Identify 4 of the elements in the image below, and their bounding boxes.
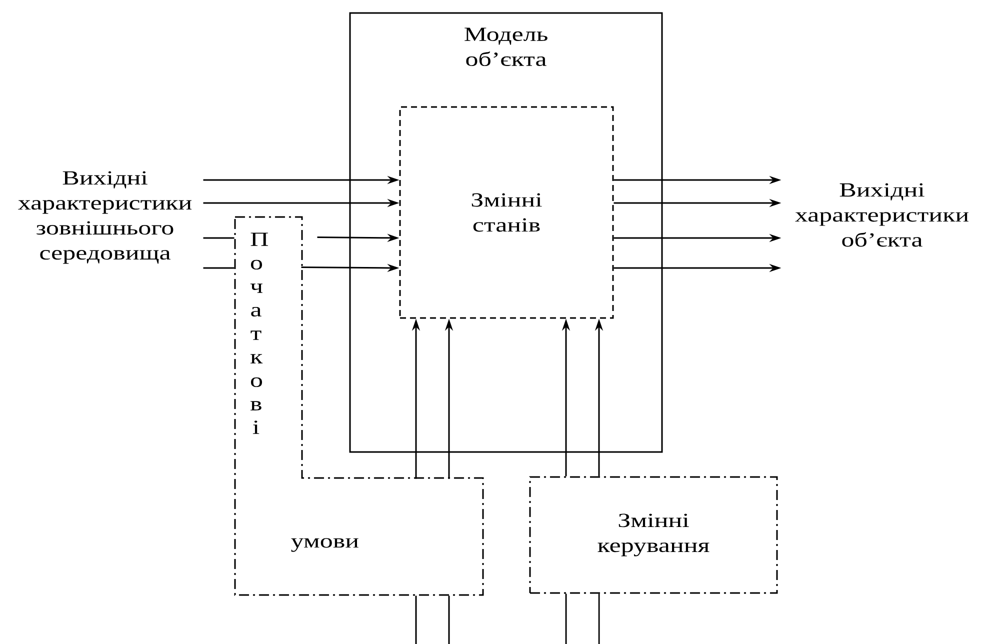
text-label: Вихідні характеристики зовнішнього середовища: [18, 171, 192, 264]
text-label: Вихідні характеристики об’єкта: [795, 183, 969, 247]
control-box: Змінні керування: [529, 476, 778, 594]
state-box: Змінні станів: [399, 106, 614, 319]
